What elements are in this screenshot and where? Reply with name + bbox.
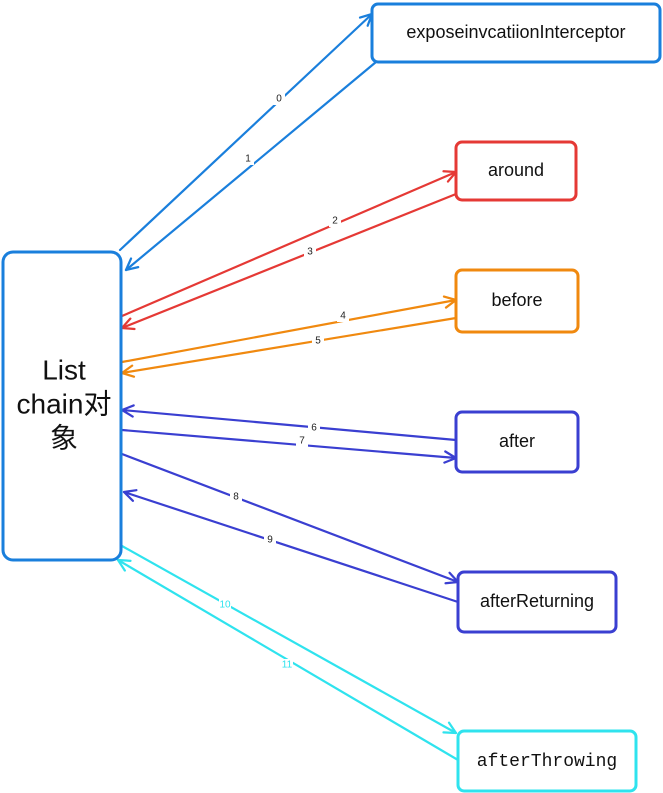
edge-3: 3 — [120, 192, 458, 331]
edge-label-11: 11 — [282, 660, 293, 671]
node-label-expose: exposeinvcatiionInterceptor — [406, 22, 625, 42]
edge-line-2 — [120, 170, 458, 318]
node-label-afterReturning: afterReturning — [480, 591, 594, 611]
node-label-afterThrowing: afterThrowing — [477, 752, 617, 772]
node-label-after: after — [499, 431, 535, 451]
edge-label-bg — [273, 93, 285, 105]
edge-label-10: 10 — [219, 600, 231, 611]
edge-label-bg — [337, 310, 349, 322]
edge-line-10 — [120, 544, 458, 735]
edge-label-bg — [264, 534, 276, 546]
edge-line-1 — [124, 60, 378, 272]
main-node-box — [1, 250, 123, 562]
edge-label-7: 7 — [299, 436, 305, 447]
edge-label-0: 0 — [276, 94, 282, 105]
node-after: after — [454, 410, 580, 474]
node-box-expose — [370, 2, 662, 64]
edge-line-9 — [122, 489, 460, 604]
edge-1: 1 — [124, 60, 378, 272]
edge-label-bg — [329, 215, 341, 227]
edge-line-0 — [118, 12, 374, 252]
edge-line-6 — [120, 404, 458, 442]
node-box-afterReturning — [456, 570, 618, 634]
edge-label-bg — [242, 153, 254, 165]
main-node-line-2: 象 — [50, 422, 78, 453]
node-box-before — [454, 268, 580, 334]
edge-label-2: 2 — [332, 216, 338, 227]
node-expose: exposeinvcatiionInterceptor — [370, 2, 662, 64]
edge-label-bg — [308, 422, 320, 434]
node-label-around: around — [488, 160, 544, 180]
edge-label-8: 8 — [233, 492, 239, 503]
node-box-around — [454, 140, 578, 202]
edge-2: 2 — [120, 170, 458, 318]
edge-5: 5 — [120, 316, 458, 378]
node-afterReturning: afterReturning — [456, 570, 618, 634]
node-box-afterThrowing — [456, 729, 638, 793]
edge-label-bg — [230, 491, 242, 503]
node-around: around — [454, 140, 578, 202]
edge-line-7 — [120, 428, 458, 464]
edge-label-5: 5 — [315, 336, 321, 347]
edge-label-6: 6 — [311, 423, 317, 434]
edge-7: 7 — [120, 428, 458, 464]
edge-label-9: 9 — [267, 535, 273, 546]
node-before: before — [454, 268, 580, 334]
edge-label-bg — [304, 246, 316, 258]
edge-11: 11 — [116, 558, 460, 762]
node-afterThrowing: afterThrowing — [456, 729, 638, 793]
node-box-after — [454, 410, 580, 474]
edge-label-bg — [219, 599, 231, 611]
edge-6: 6 — [120, 404, 458, 442]
main-node-line-1: chain对 — [17, 388, 112, 419]
edge-8: 8 — [120, 452, 460, 585]
edge-label-bg — [312, 335, 324, 347]
node-label-before: before — [491, 290, 542, 310]
edge-line-8 — [120, 452, 460, 585]
edge-9: 9 — [122, 489, 460, 604]
edge-label-1: 1 — [245, 154, 251, 165]
edges-layer: 0 1 2 3 4 5 67 8 9 10 11 — [116, 12, 460, 762]
edge-line-3 — [120, 192, 458, 331]
edge-label-4: 4 — [340, 311, 346, 322]
edge-line-5 — [120, 316, 458, 378]
main-node-line-0: List — [42, 354, 86, 385]
edge-10: 10 — [120, 544, 458, 735]
edge-line-4 — [120, 295, 458, 364]
edge-4: 4 — [120, 295, 458, 364]
edge-label-bg — [281, 659, 293, 671]
edge-label-3: 3 — [307, 247, 313, 258]
edge-label-bg — [296, 435, 308, 447]
edge-0: 0 — [118, 12, 374, 252]
